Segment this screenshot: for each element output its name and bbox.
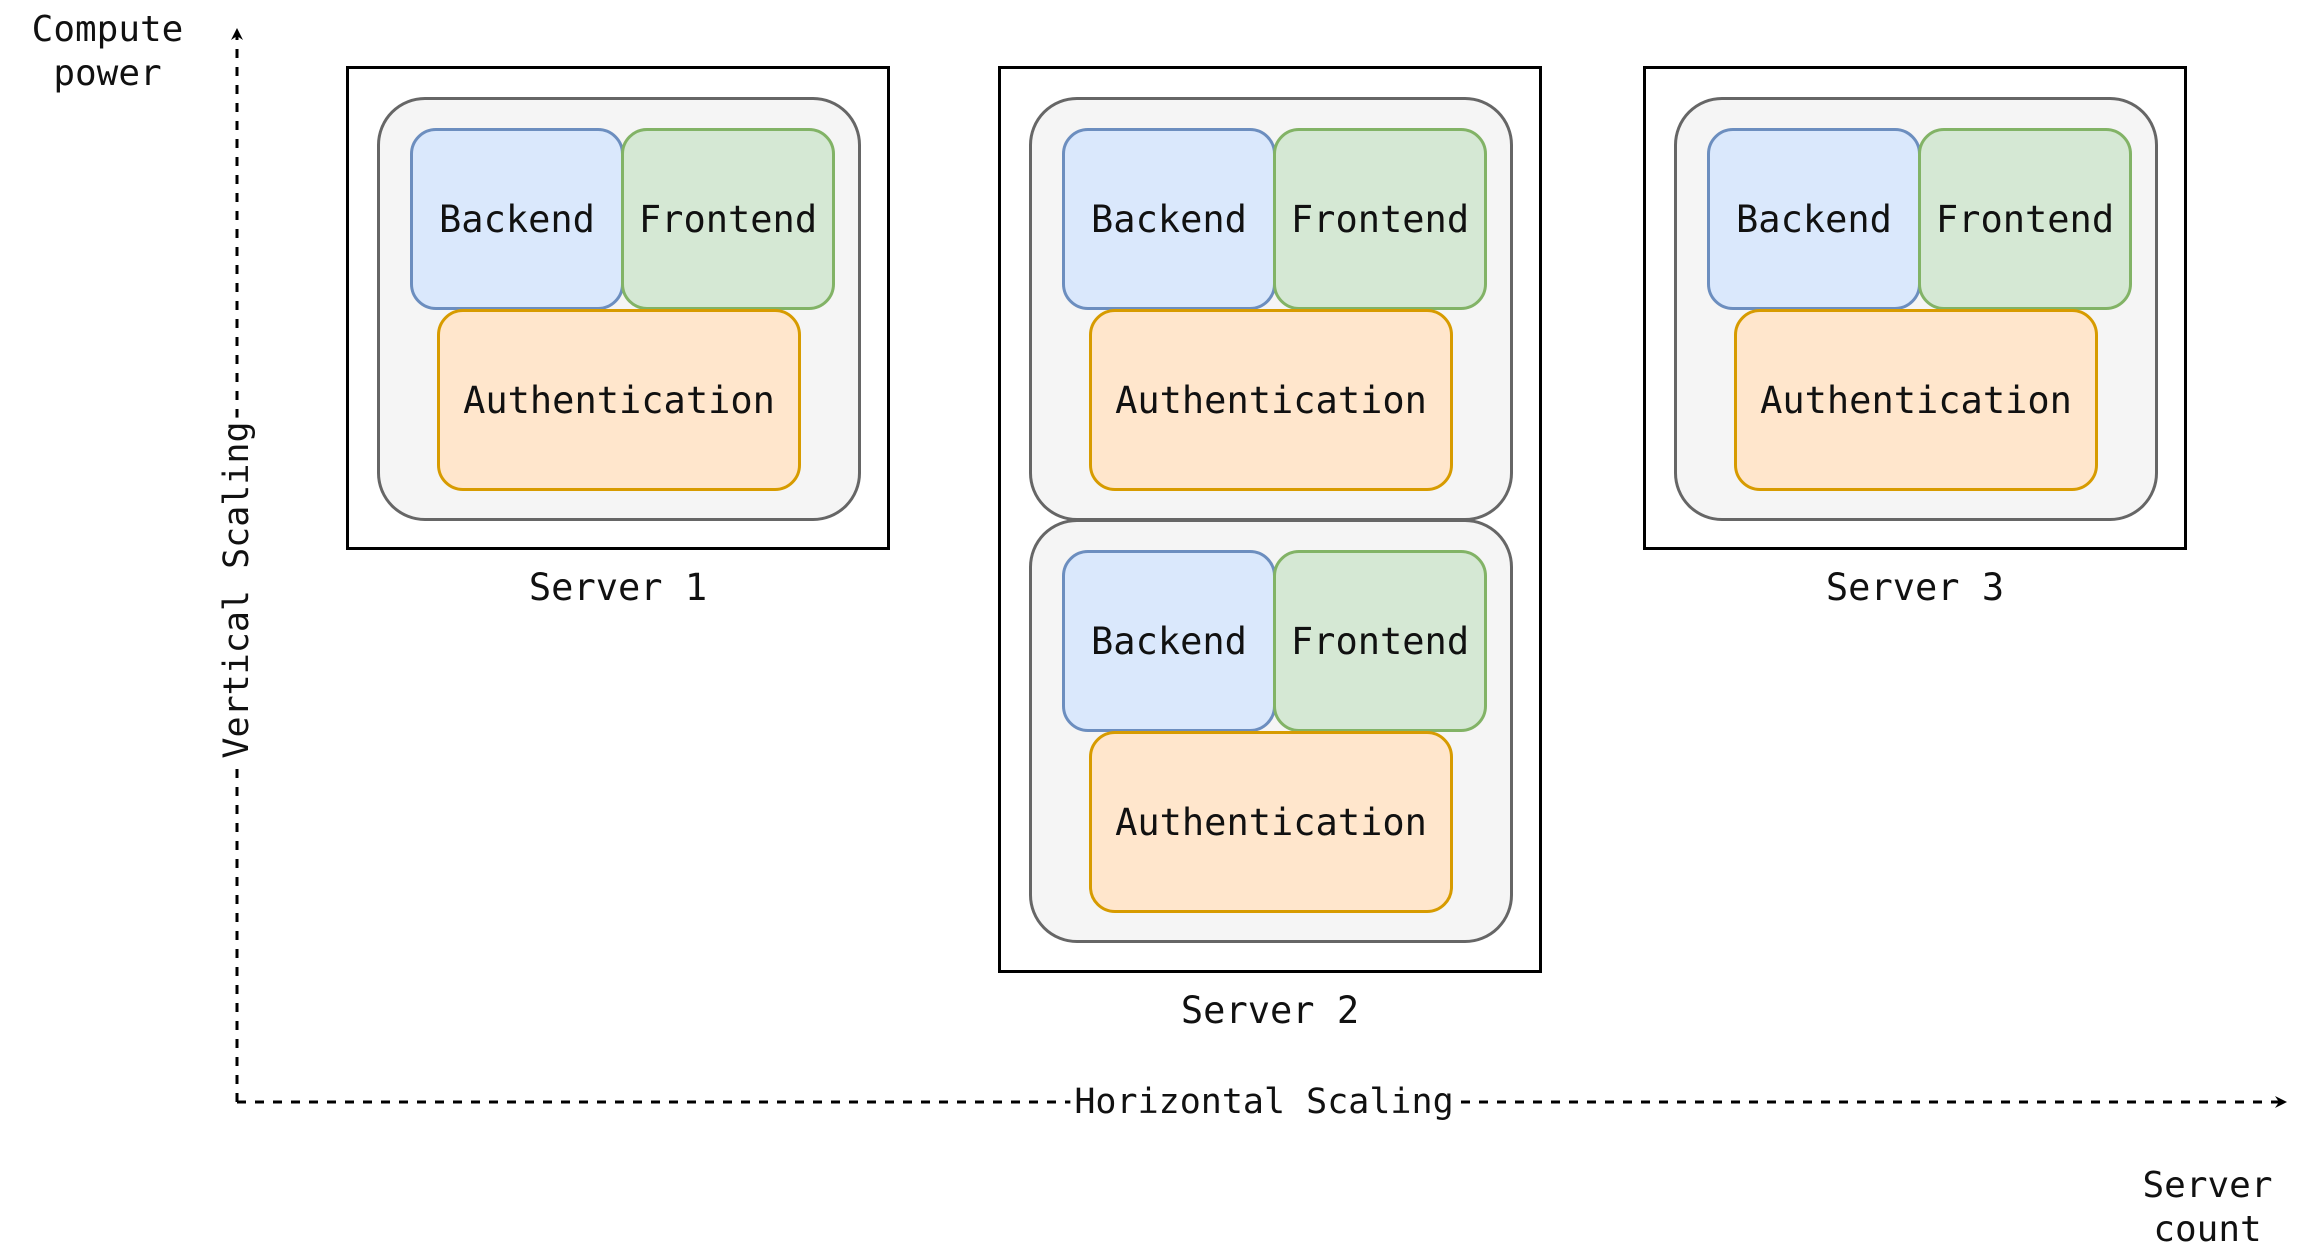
- authentication-component: Authentication: [1734, 309, 2098, 491]
- frontend-component: Frontend: [1273, 550, 1487, 732]
- horizontal-scaling-label: Horizontal Scaling: [1070, 1082, 1458, 1122]
- server-3-label: Server 3: [1825, 566, 2005, 609]
- backend-component: Backend: [410, 128, 624, 310]
- server-1-label: Server 1: [528, 566, 708, 609]
- backend-component: Backend: [1062, 550, 1276, 732]
- server-1-box: Backend Frontend Authentication: [346, 66, 890, 550]
- service-node: Backend Frontend Authentication: [1029, 519, 1513, 943]
- authentication-component: Authentication: [1089, 309, 1453, 491]
- y-axis-title: Compute power: [31, 9, 184, 94]
- backend-component: Backend: [1062, 128, 1276, 310]
- service-node: Backend Frontend Authentication: [1674, 97, 2158, 521]
- authentication-component: Authentication: [1089, 731, 1453, 913]
- x-axis-title: Server count: [2142, 1165, 2273, 1250]
- frontend-component: Frontend: [1273, 128, 1487, 310]
- backend-component: Backend: [1707, 128, 1921, 310]
- server-3-box: Backend Frontend Authentication: [1643, 66, 2187, 550]
- frontend-component: Frontend: [621, 128, 835, 310]
- server-2-label: Server 2: [1180, 989, 1360, 1032]
- server-2-box: Backend Frontend Authentication Backend …: [998, 66, 1542, 973]
- service-node: Backend Frontend Authentication: [1029, 97, 1513, 521]
- frontend-component: Frontend: [1918, 128, 2132, 310]
- authentication-component: Authentication: [437, 309, 801, 491]
- vertical-scaling-label: Vertical Scaling: [217, 417, 257, 763]
- service-node: Backend Frontend Authentication: [377, 97, 861, 521]
